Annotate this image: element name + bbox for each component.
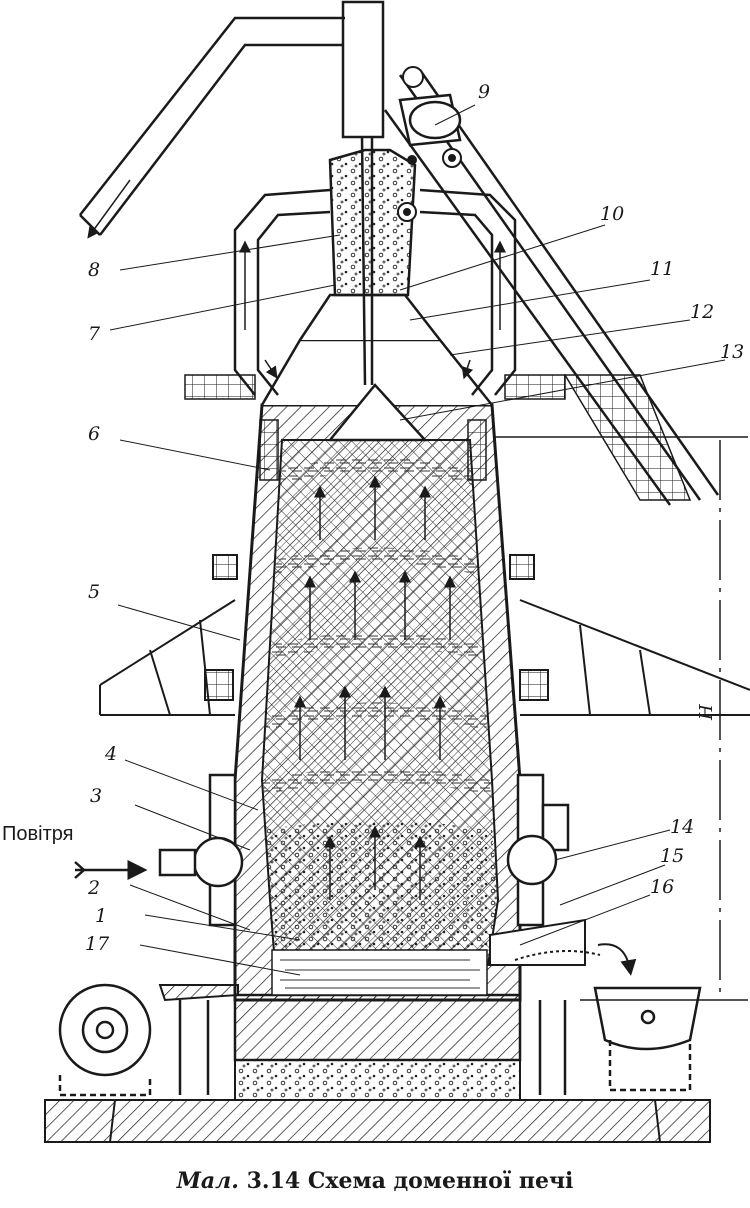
callout-2: 2	[87, 877, 100, 899]
air-inlet-arrow	[74, 860, 148, 880]
callout-8: 8	[88, 259, 100, 281]
figure-caption: Мал. 3.14 Схема доменної печі	[0, 1168, 750, 1194]
hoist-pulleys	[397, 66, 462, 222]
callout-6: 6	[88, 423, 100, 445]
callout-5: 5	[88, 581, 100, 603]
callout-12: 12	[690, 301, 714, 323]
caption-prefix: Мал.	[176, 1168, 239, 1194]
callout-14: 14	[670, 816, 694, 838]
callout-17: 17	[85, 933, 110, 955]
height-dimension	[495, 436, 748, 1001]
callout-7: 7	[88, 323, 101, 345]
callout-4: 4	[104, 743, 117, 765]
bustle-pipe-left	[158, 773, 244, 927]
callout-9: 9	[478, 81, 490, 103]
mid-platforms	[99, 554, 750, 716]
callout-15: 15	[660, 845, 684, 867]
callout-3: 3	[90, 785, 102, 807]
columns	[178, 1000, 567, 1095]
height-label: H	[696, 704, 717, 721]
ladle	[593, 986, 702, 1092]
gas-offtake	[79, 16, 517, 396]
callout-16: 16	[650, 876, 674, 898]
callout-10: 10	[600, 203, 624, 225]
coke-layers	[262, 457, 491, 795]
hearth-block	[233, 993, 522, 1062]
callout-leaders	[109, 104, 726, 976]
gas-flow-arrows	[294, 475, 456, 900]
caption-text: 3.14 Схема доменної печі	[238, 1168, 574, 1194]
slag-runner	[158, 918, 601, 1002]
foundation	[44, 1059, 711, 1143]
callout-11: 11	[650, 258, 674, 280]
charging-pipe	[341, 0, 385, 386]
bosh-zone	[263, 821, 498, 965]
callout-13: 13	[720, 341, 744, 363]
bustle-pipe-right	[506, 773, 570, 927]
callout-numbers: 1 2 3 4 5 6 7 8 9 10 11 12 13 14 15 16 1…	[85, 81, 744, 955]
callout-1: 1	[95, 905, 107, 927]
air-label: Повітря	[2, 823, 73, 845]
mud-gun	[58, 983, 152, 1097]
